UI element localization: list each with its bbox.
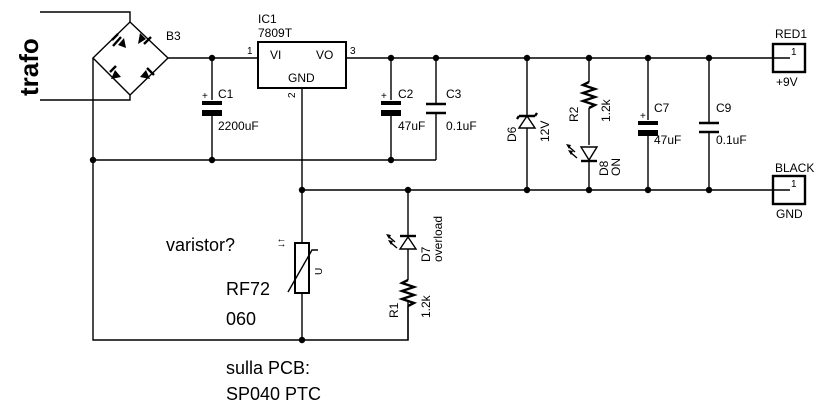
regulator-ic1: IC1 7809T VI VO GND 1 3 2 [247,12,356,98]
capacitor-c1: + C1 2200uF [202,58,259,160]
led-d7: D7 overload [386,190,445,280]
ic1-pin3: 3 [350,46,356,57]
black-ref: BLACK [775,161,814,175]
varistor-arrows: ↓↑ [276,238,287,248]
resistor-r1: R1 1.2k [387,278,433,340]
d6-value: 12V [538,121,552,142]
ic1-pin-vi: VI [270,48,281,62]
d8-label: ON [609,158,623,176]
black-net: GND [776,207,803,221]
c1-value: 2200uF [218,119,259,133]
connector-red1: 1 RED1 +9V [768,27,807,89]
capacitor-c7: + C7 47uF [638,58,681,190]
c2-ref: C2 [398,87,414,101]
d7-label: overload [431,216,445,262]
d8-ref: D8 [597,160,611,176]
ic1-part: 7809T [258,26,293,40]
capacitor-c2: + C2 47uF [381,58,425,160]
c7-value: 47uF [654,133,681,147]
ic1-pin-vo: VO [316,48,333,62]
varistor-question: varistor? [166,235,235,255]
varistor: ↓↑ U varistor? RF72 060 [166,190,325,340]
ic1-pin2: 2 [287,92,298,98]
d6-ref: D6 [505,126,519,142]
led-d8: D8 ON [566,144,623,190]
capacitor-c3: C3 0.1uF [426,58,477,160]
red1-net: +9V [776,75,798,89]
pcb-note-line1: sulla PCB: [226,358,310,378]
pcb-note-line2: SP040 PTC [226,384,321,404]
varistor-u-mark: U [314,268,325,275]
d7-ref: D7 [419,246,433,262]
red1-ref: RED1 [775,27,807,41]
trafo-input: trafo [14,11,131,101]
connector-black: 1 BLACK GND [768,161,814,221]
resistor-r2: R2 1.2k [567,58,613,145]
ic1-pin-gnd: GND [288,71,315,85]
svg-text:+: + [202,91,208,102]
c1-ref: C1 [218,87,234,101]
r2-value: 1.2k [599,98,613,122]
c2-value: 47uF [398,119,425,133]
bridge-ref: B3 [166,29,181,43]
c9-ref: C9 [716,101,732,115]
r2-ref: R2 [567,106,581,122]
zener-d6: D6 12V [505,58,552,190]
trafo-label: trafo [14,38,44,96]
junctions [89,54,713,344]
ic1-ref: IC1 [258,12,277,26]
black-pin: 1 [791,179,797,190]
svg-text:+: + [381,91,387,102]
c7-ref: C7 [654,101,670,115]
c3-value: 0.1uF [446,119,477,133]
ic1-pin1: 1 [247,46,253,57]
capacitor-c9: C9 0.1uF [699,58,747,190]
varistor-part: RF72 [226,279,270,299]
c3-ref: C3 [446,87,462,101]
r1-value: 1.2k [419,294,433,318]
bridge-rectifier: B3 [92,21,181,96]
red1-pin: 1 [791,47,797,58]
r1-ref: R1 [387,302,401,318]
varistor-value: 060 [226,309,256,329]
c9-value: 0.1uF [716,133,747,147]
svg-text:+: + [640,111,646,122]
